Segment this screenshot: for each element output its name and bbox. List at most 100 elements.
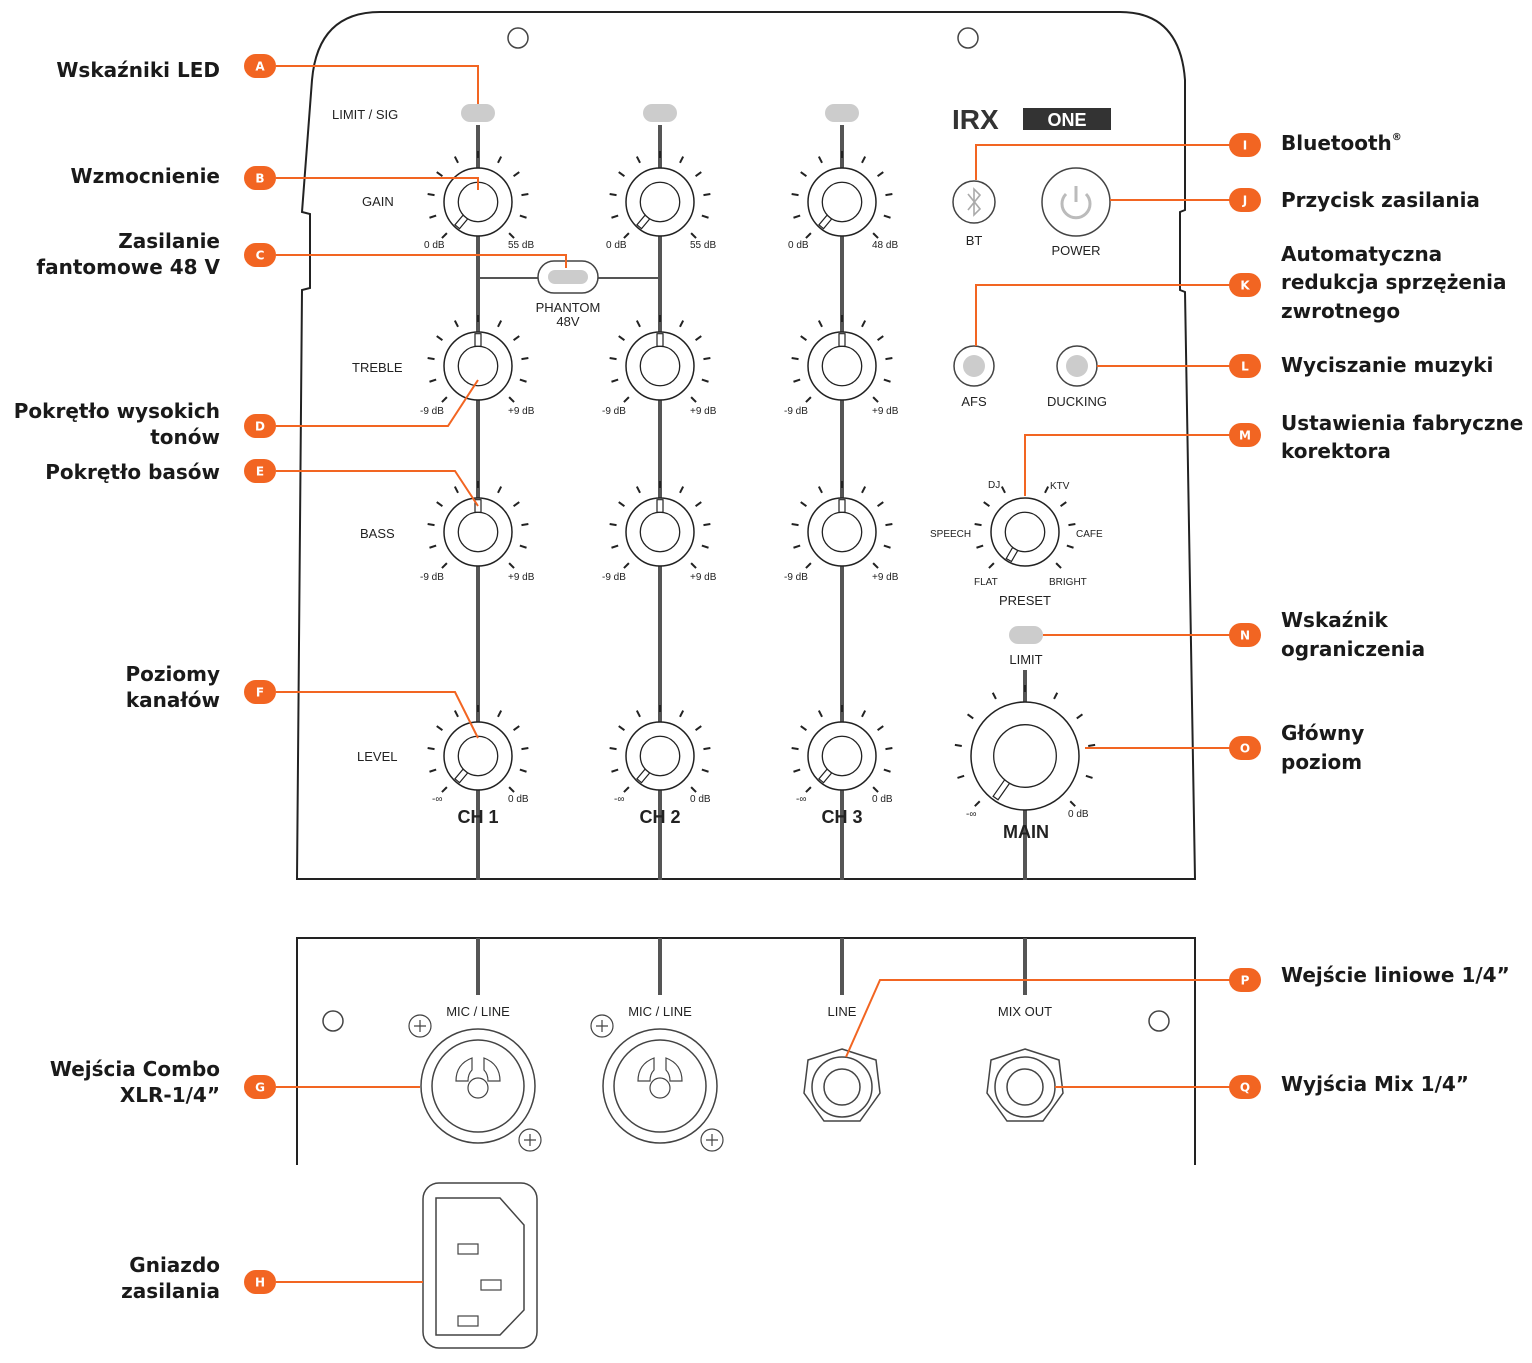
bass-knob-ch1[interactable] [427,481,529,569]
power-icon [1060,192,1092,220]
limit-sig-label: LIMIT / SIG [332,107,398,122]
io-panel-outline [296,937,1196,965]
mix-out-label: MIX OUT [998,1004,1052,1019]
callout-badge-letter: Q [1240,1081,1250,1095]
gain-min-ch3: 0 dB [788,240,809,251]
callout-badge-n: N [1229,623,1261,647]
combo-jack-ch1[interactable] [408,1014,542,1152]
callout-h-text-1: Gniazdo [129,1253,220,1277]
callout-badge-letter: M [1239,429,1251,443]
led-ch3 [825,104,859,122]
power-inlet[interactable] [422,1182,538,1349]
callout-k-text-3: zwrotnego [1281,299,1400,323]
screw-hole [507,27,529,49]
callout-badge-letter: L [1241,360,1249,374]
callout-p-text: Wejście liniowe 1/4” [1281,963,1510,987]
callout-badge-letter: B [255,172,264,186]
treble-knob-ch1[interactable] [427,315,529,403]
channel-label-ch1: CH 1 [457,807,498,827]
gain-min-ch2: 0 dB [606,240,627,251]
combo-jack-ch2[interactable] [590,1014,724,1152]
callout-badge-letter: P [1241,974,1250,988]
phantom-switch[interactable] [478,260,660,294]
power-label: POWER [1051,243,1100,258]
callout-badge-letter: I [1243,139,1247,153]
gain-knob-ch1[interactable] [427,151,529,239]
ducking-button[interactable] [1056,345,1098,387]
bass-knob-ch2[interactable] [609,481,711,569]
callout-badge-letter: D [255,420,265,434]
bass-min-ch1: -9 dB [420,572,444,583]
callout-badge-p: P [1229,968,1261,992]
treble-min-ch1: -9 dB [420,406,444,417]
gain-knob-ch2[interactable] [609,151,711,239]
right-callouts: Bluetooth® Przycisk zasilania Automatycz… [1281,131,1523,1096]
callout-badge-e: E [244,459,276,483]
gain-max-ch3: 48 dB [872,240,898,251]
treble-min-ch2: -9 dB [602,406,626,417]
bass-knob-ch3[interactable] [791,481,893,569]
level-max-ch3: 0 dB [872,794,893,805]
knobs [427,151,1096,811]
gain-max-ch2: 55 dB [690,240,716,251]
mix-out-jack[interactable] [986,1048,1064,1122]
bass-max-ch3: +9 dB [872,572,899,583]
callout-d-text-1: Pokrętło wysokich [14,399,220,423]
bass-min-ch3: -9 dB [784,572,808,583]
callout-f-text-1: Poziomy [125,662,220,686]
preset-knob[interactable] [974,481,1076,569]
callout-badge-m: M [1229,423,1261,447]
callout-badge-letter: N [1240,629,1250,643]
callout-leaders [276,65,1230,1283]
bass-min-ch2: -9 dB [602,572,626,583]
callout-g-text-2: XLR-1/4” [120,1083,220,1107]
level-label: LEVEL [357,749,397,764]
svg-text:IRX: IRX [952,104,999,135]
combo-jacks [408,1014,724,1152]
screw-hole [322,1010,344,1032]
level-knob-ch2[interactable] [609,705,711,793]
callout-badge-q: Q [1229,1075,1261,1099]
callout-c-text-2: fantomowe 48 V [36,255,220,279]
gain-label: GAIN [362,194,394,209]
gain-max-ch1: 55 dB [508,240,534,251]
level-max-ch2: 0 dB [690,794,711,805]
main-level-knob[interactable] [954,685,1096,811]
callout-badge-j: J [1229,188,1261,212]
treble-max-ch1: +9 dB [508,406,535,417]
gain-min-ch1: 0 dB [424,240,445,251]
bt-label: BT [966,233,983,248]
gain-knob-ch3[interactable] [791,151,893,239]
treble-knob-ch2[interactable] [609,315,711,403]
phantom-48v-label: 48V [556,314,579,329]
callout-e-text: Pokrętło basów [45,460,220,484]
treble-max-ch3: +9 dB [872,406,899,417]
main-max: 0 dB [1068,809,1089,820]
bass-max-ch2: +9 dB [690,572,717,583]
callout-badge-d: D [244,414,276,438]
callout-l-text: Wyciszanie muzyki [1281,353,1493,377]
callout-badge-a: A [244,54,276,78]
line-label: LINE [828,1004,857,1019]
level-knob-ch1[interactable] [427,705,529,793]
bluetooth-button[interactable] [952,180,996,224]
callout-badge-f: F [244,680,276,704]
callout-f-text-2: kanałów [126,688,220,712]
callout-badge-b: B [244,166,276,190]
level-knob-ch3[interactable] [791,705,893,793]
top-panel-outline [295,11,1197,880]
callout-c-text-1: Zasilanie [118,229,220,253]
power-button[interactable] [1041,167,1111,237]
callout-badge-letter: O [1240,742,1250,756]
level-min-ch1: -∞ [432,794,442,805]
callout-o-text-1: Główny [1281,721,1364,745]
afs-button[interactable] [953,345,995,387]
callout-g-text-1: Wejścia Combo [50,1057,220,1081]
treble-min-ch3: -9 dB [784,406,808,417]
line-input-jack[interactable] [803,1048,881,1122]
treble-knob-ch3[interactable] [791,315,893,403]
callout-d-text-2: tonów [150,425,220,449]
screw-hole [957,27,979,49]
